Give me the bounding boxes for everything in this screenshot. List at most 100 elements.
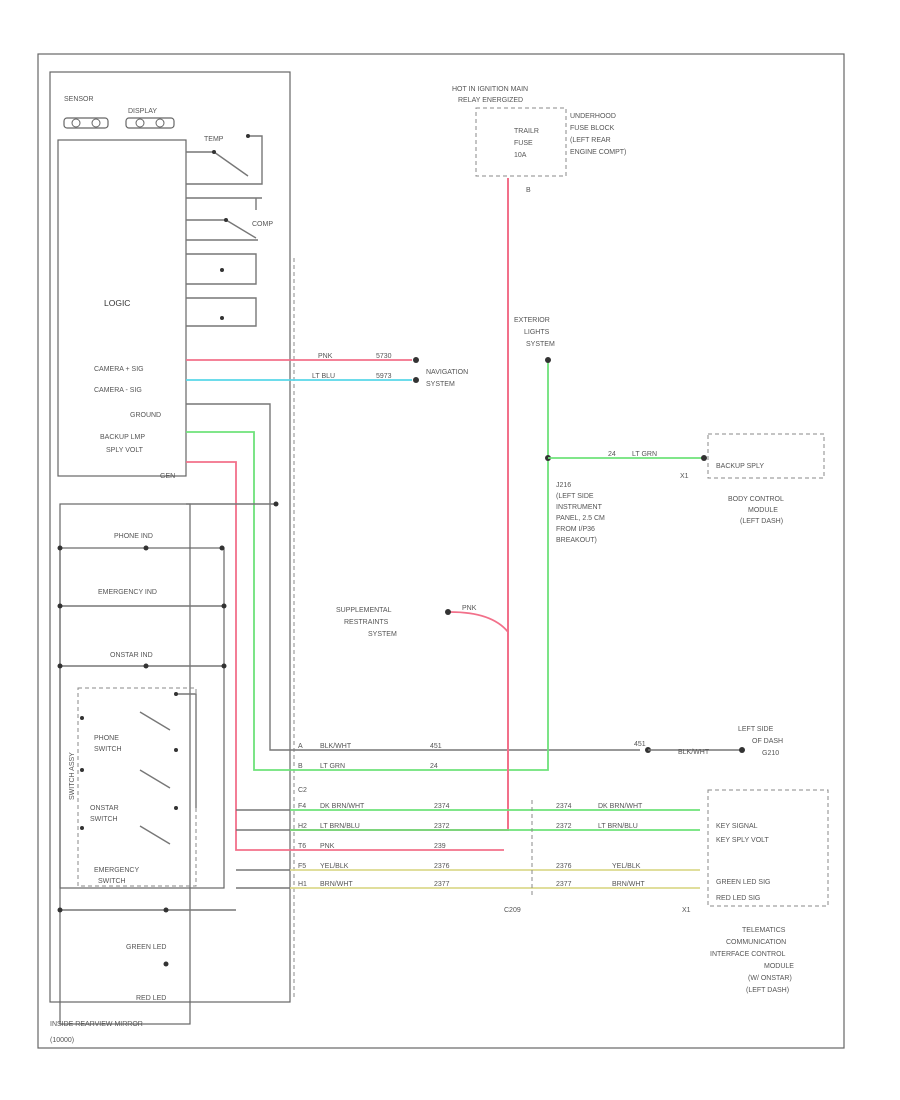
- emerg-switch-1: EMERGENCY: [94, 867, 139, 874]
- fuse-block-1: UNDERHOOD: [570, 113, 616, 120]
- onstar-switch-2: SWITCH: [90, 816, 118, 823]
- switch-assy-vert: SWITCH ASSY: [69, 752, 76, 800]
- onstar-switch-1: ONSTAR: [90, 805, 119, 812]
- mirror-title: INSIDE REARVIEW MIRROR: [50, 1021, 143, 1028]
- wire-h1-circuit: 2377: [434, 881, 450, 888]
- wire-a-pin: A: [298, 743, 303, 750]
- r-f5-color: YEL/BLK: [612, 863, 641, 870]
- wire-f4-circuit: 2374: [434, 803, 450, 810]
- logic-label: LOGIC: [104, 298, 130, 308]
- gen-label: GEN: [160, 473, 175, 480]
- phone-ind-label: PHONE IND: [114, 533, 153, 540]
- ground-l1: LEFT SIDE: [738, 726, 774, 733]
- diagram-frame: [37, 53, 845, 1049]
- red-led-label: RED LED: [136, 995, 166, 1002]
- ground-label: GROUND: [130, 412, 161, 419]
- wire-h1-pin: H1: [298, 881, 307, 888]
- r-f5-circuit: 2376: [556, 863, 572, 870]
- ext-label-2: LIGHTS: [524, 329, 550, 336]
- nav-blue-circuit: 5973: [376, 373, 392, 380]
- srs-wire: [449, 611, 509, 633]
- wire-h2-color: LT BRN/BLU: [320, 823, 360, 830]
- camera-neg-label: CAMERA - SIG: [94, 387, 142, 394]
- onstar-ind-label: ONSTAR IND: [110, 652, 153, 659]
- ext-label-3: SYSTEM: [526, 341, 555, 348]
- splice-l3: INSTRUMENT: [556, 504, 603, 511]
- switch-subbox: [77, 687, 197, 887]
- tcic-pin: X1: [682, 907, 691, 914]
- loop-1: [186, 253, 257, 285]
- bcm-l3: (LEFT DASH): [740, 518, 783, 525]
- comp-label: COMP: [252, 221, 273, 228]
- tcic-box: [707, 789, 829, 907]
- nav-pink-color: PNK: [318, 353, 333, 360]
- wire-f4-color: DK BRN/WHT: [320, 803, 365, 810]
- nav-label-2: SYSTEM: [426, 381, 455, 388]
- nav-label-1: NAVIGATION: [426, 369, 468, 376]
- r-h1-color: BRN/WHT: [612, 881, 645, 888]
- tcic-l6: (LEFT DASH): [746, 987, 789, 994]
- splice-l5: FROM I/P36: [556, 526, 595, 533]
- fuse-header-1: HOT IN IGNITION MAIN: [452, 86, 528, 93]
- mirror-outline: [49, 71, 291, 1003]
- wire-t6-pin: T6: [298, 843, 306, 850]
- r-f4-color: DK BRN/WHT: [598, 803, 643, 810]
- wire-b-color: LT GRN: [320, 763, 345, 770]
- tcic-key-volt: KEY SPLY VOLT: [716, 837, 770, 844]
- wire-a-color: BLK/WHT: [320, 743, 352, 750]
- backup-label-1: BACKUP LMP: [100, 434, 145, 441]
- ground-wire: [186, 403, 640, 751]
- fuse-block-3: (LEFT REAR: [570, 137, 611, 144]
- ext-label-1: EXTERIOR: [514, 317, 550, 324]
- wire-b-circuit: 24: [430, 763, 438, 770]
- tcic-l5: (W/ ONSTAR): [748, 975, 792, 982]
- loop-2: [186, 297, 257, 327]
- ground-color: BLK/WHT: [678, 749, 710, 756]
- c2-label: C2: [298, 787, 307, 794]
- srs-label-2: RESTRAINTS: [344, 619, 389, 626]
- backup-label-2: SPLY VOLT: [106, 447, 144, 454]
- camera-pos-label: CAMERA + SIG: [94, 366, 144, 373]
- temp-label: TEMP: [204, 136, 224, 143]
- tcic-red-led: RED LED SIG: [716, 895, 760, 902]
- fuse-block-2: FUSE BLOCK: [570, 125, 615, 132]
- display-component: [125, 117, 175, 129]
- srs-label-3: SYSTEM: [368, 631, 397, 638]
- wire-t6-color: PNK: [320, 843, 335, 850]
- tcic-green-led: GREEN LED SIG: [716, 879, 770, 886]
- wire-f5-pin: F5: [298, 863, 306, 870]
- bcm-box: [707, 433, 825, 479]
- display-label: DISPLAY: [128, 108, 157, 115]
- emerg-switch-2: SWITCH: [98, 878, 126, 885]
- splice-l6: BREAKOUT): [556, 537, 597, 544]
- bcm-wire-color: LT GRN: [632, 451, 657, 458]
- wire-f5-color: YEL/BLK: [320, 863, 349, 870]
- tcic-l1: TELEMATICS: [742, 927, 786, 934]
- mirror-part-ref: (10000): [50, 1037, 74, 1044]
- r-f4-circuit: 2374: [556, 803, 572, 810]
- phone-switch-1: PHONE: [94, 735, 119, 742]
- indicator-box: [59, 547, 225, 889]
- fuse-header-2: RELAY ENERGIZED: [458, 97, 523, 104]
- wire-h2-circuit: 2372: [434, 823, 450, 830]
- backup-wire-green: [186, 360, 549, 771]
- fuse-pin: B: [526, 187, 531, 194]
- wire-h2-pin: H2: [298, 823, 307, 830]
- tcic-l4: MODULE: [764, 963, 794, 970]
- splice-l1: J216: [556, 482, 571, 489]
- ground-l2: OF DASH: [752, 738, 783, 745]
- tcic-l3: INTERFACE CONTROL: [710, 951, 786, 958]
- emergency-ind-label: EMERGENCY IND: [98, 589, 157, 596]
- wire-a-circuit: 451: [430, 743, 442, 750]
- logic-box: [57, 139, 187, 477]
- wire-h1-color: BRN/WHT: [320, 881, 353, 888]
- comp-switch: [186, 197, 262, 241]
- switch-assy-box: [59, 503, 191, 1025]
- r-h2-color: LT BRN/BLU: [598, 823, 638, 830]
- ground-l3: G210: [762, 750, 779, 757]
- r-h1-circuit: 2377: [556, 881, 572, 888]
- green-led-label: GREEN LED: [126, 944, 166, 951]
- wire-f5-circuit: 2376: [434, 863, 450, 870]
- fuse-block-4: ENGINE COMPT): [570, 149, 626, 156]
- wire-t6-circuit: 239: [434, 843, 446, 850]
